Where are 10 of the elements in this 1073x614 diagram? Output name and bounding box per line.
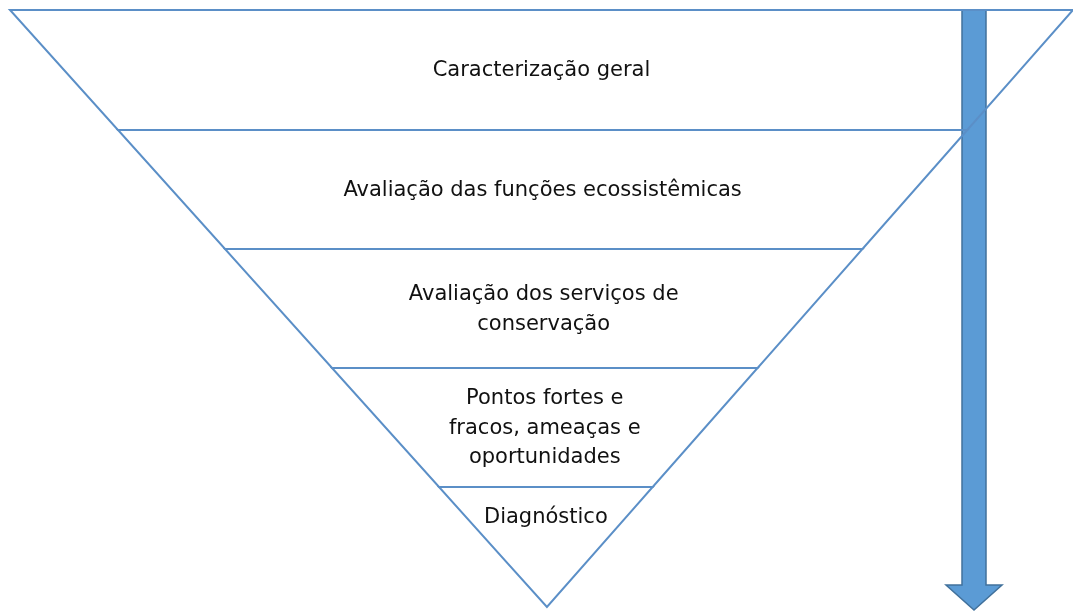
band-label: Caracterização geral bbox=[432, 56, 651, 84]
funnel-band bbox=[10, 10, 1073, 130]
funnel-band bbox=[117, 130, 968, 249]
funnel-band bbox=[224, 249, 863, 368]
band-label: Avaliação dos serviços de conservação bbox=[407, 280, 680, 337]
band-label: Avaliação das funções ecossistêmicas bbox=[343, 175, 742, 203]
funnel-band bbox=[332, 368, 758, 487]
band-label: Diagnóstico bbox=[484, 503, 608, 531]
band-label: Pontos fortes e fracos, ameaças e oportunidades bbox=[447, 384, 642, 471]
funnel-band bbox=[439, 487, 653, 607]
